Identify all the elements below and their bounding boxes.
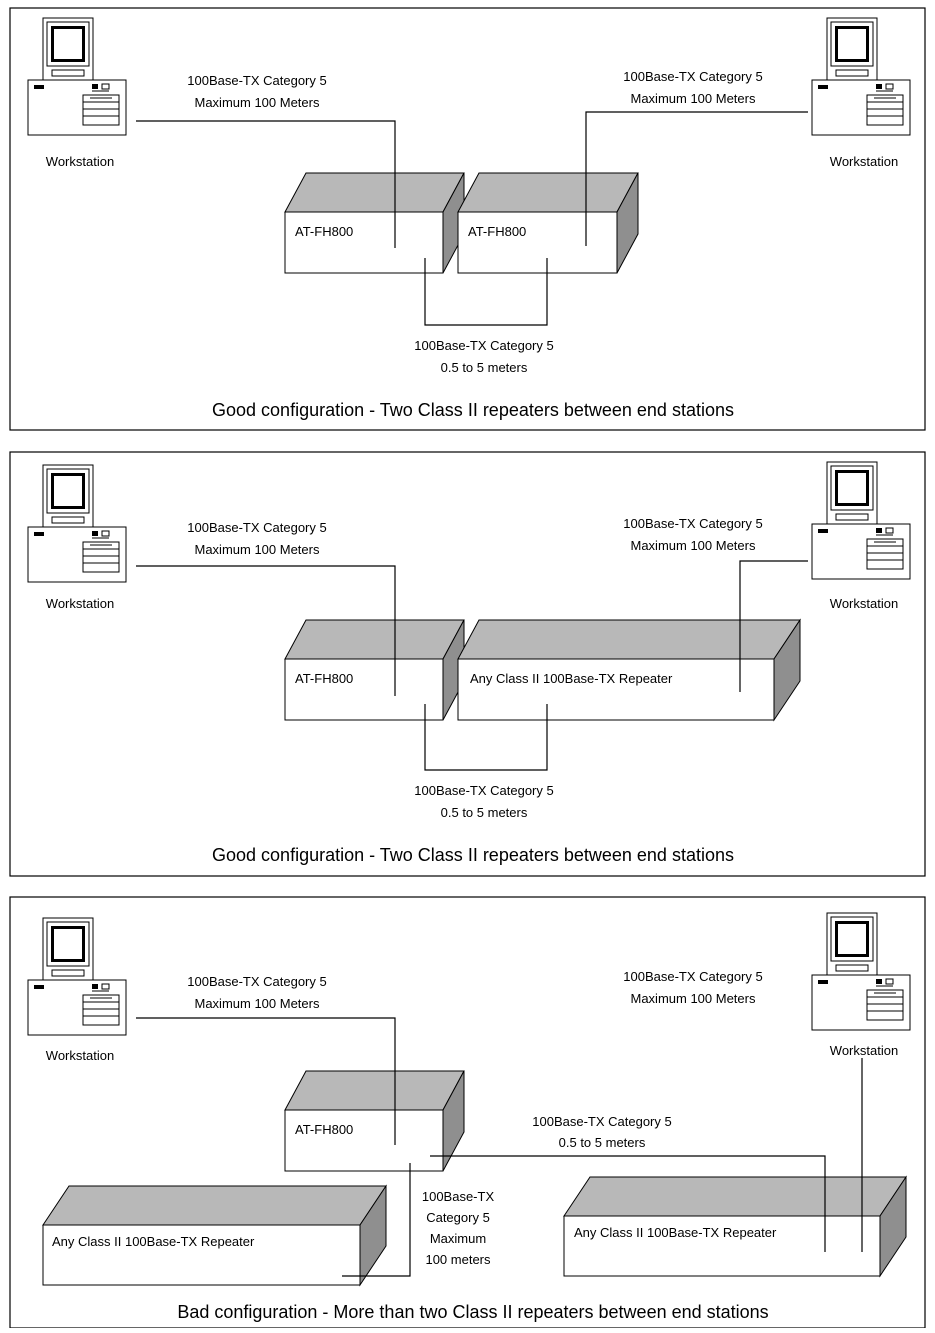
device-lower-left: Any Class II 100Base-TX Repeater — [42, 1184, 387, 1287]
cable-middle — [430, 1155, 826, 1252]
cable-label-line2: Maximum 100 Meters — [195, 542, 320, 557]
cable-label-line1: 100Base-TX Category 5 — [623, 969, 762, 984]
vertical-cable-label-line1: 100Base-TX — [422, 1189, 495, 1204]
workstation-label: Workstation — [46, 1048, 114, 1063]
cable-label-line1: 100Base-TX Category 5 — [623, 69, 762, 84]
cable-right — [739, 560, 808, 692]
workstation-label: Workstation — [830, 1043, 898, 1058]
cable-interconnect — [424, 258, 548, 326]
device-label: AT-FH800 — [295, 671, 353, 686]
panel-caption: Good configuration - Two Class II repeat… — [212, 400, 734, 420]
device-left: AT-FH800 — [284, 619, 465, 721]
interconnect-label-line2: 0.5 to 5 meters — [441, 360, 528, 375]
device-label: AT-FH800 — [295, 1122, 353, 1137]
device-right: Any Class II 100Base-TX Repeater — [457, 618, 801, 722]
device-label: Any Class II 100Base-TX Repeater — [470, 671, 673, 686]
workstation-label: Workstation — [830, 154, 898, 169]
device-right: AT-FH800 — [457, 172, 639, 274]
workstation-left: Workstation — [27, 917, 127, 1063]
cable-label-line1: 100Base-TX Category 5 — [187, 974, 326, 989]
workstation-label: Workstation — [46, 154, 114, 169]
workstation-label: Workstation — [830, 596, 898, 611]
workstation-label: Workstation — [46, 596, 114, 611]
cable-left — [136, 1017, 396, 1145]
workstation-right: Workstation — [811, 912, 911, 1058]
workstation-left: Workstation — [27, 464, 127, 611]
cable-label-line2: Maximum 100 Meters — [195, 95, 320, 110]
cable-label-line1: 100Base-TX Category 5 — [623, 516, 762, 531]
workstation-right: Workstation — [811, 461, 911, 611]
panel-1: Workstation Workstation AT-FH800 AT-FH80… — [9, 7, 926, 431]
workstation-right: Workstation — [811, 17, 911, 169]
cable-label-line2: Maximum 100 Meters — [631, 538, 756, 553]
panel-caption: Good configuration - Two Class II repeat… — [212, 845, 734, 865]
vertical-cable-label-line4: 100 meters — [425, 1252, 491, 1267]
panel-2: Workstation Workstation AT-FH800 Any Cla… — [9, 451, 926, 877]
cable-label-line2: Maximum 100 Meters — [195, 996, 320, 1011]
cable-left — [136, 565, 396, 696]
cable-label-line2: Maximum 100 Meters — [631, 91, 756, 106]
interconnect-label-line1: 100Base-TX Category 5 — [414, 338, 553, 353]
device-label: Any Class II 100Base-TX Repeater — [574, 1225, 777, 1240]
device-center: AT-FH800 — [284, 1070, 465, 1172]
cable-left — [136, 120, 396, 248]
device-label: AT-FH800 — [468, 224, 526, 239]
device-left: AT-FH800 — [284, 172, 465, 274]
device-label: AT-FH800 — [295, 224, 353, 239]
middle-cable-label-line2: 0.5 to 5 meters — [559, 1135, 646, 1150]
cable-label-line1: 100Base-TX Category 5 — [187, 520, 326, 535]
workstation-left: Workstation — [27, 17, 127, 169]
panel-3: Workstation Workstation AT-FH800 Any Cla… — [9, 896, 926, 1329]
middle-cable-label-line1: 100Base-TX Category 5 — [532, 1114, 671, 1129]
cable-label-line2: Maximum 100 Meters — [631, 991, 756, 1006]
cable-label-line1: 100Base-TX Category 5 — [187, 73, 326, 88]
cable-right — [585, 111, 808, 246]
device-label: Any Class II 100Base-TX Repeater — [52, 1234, 255, 1249]
device-lower-right: Any Class II 100Base-TX Repeater — [563, 1175, 907, 1278]
vertical-cable-label-line3: Maximum — [430, 1231, 486, 1246]
vertical-cable-label-line2: Category 5 — [426, 1210, 490, 1225]
interconnect-label-line1: 100Base-TX Category 5 — [414, 783, 553, 798]
cable-interconnect — [424, 704, 548, 771]
interconnect-label-line2: 0.5 to 5 meters — [441, 805, 528, 820]
panel-caption: Bad configuration - More than two Class … — [177, 1302, 768, 1322]
cable-vertical — [342, 1163, 411, 1277]
